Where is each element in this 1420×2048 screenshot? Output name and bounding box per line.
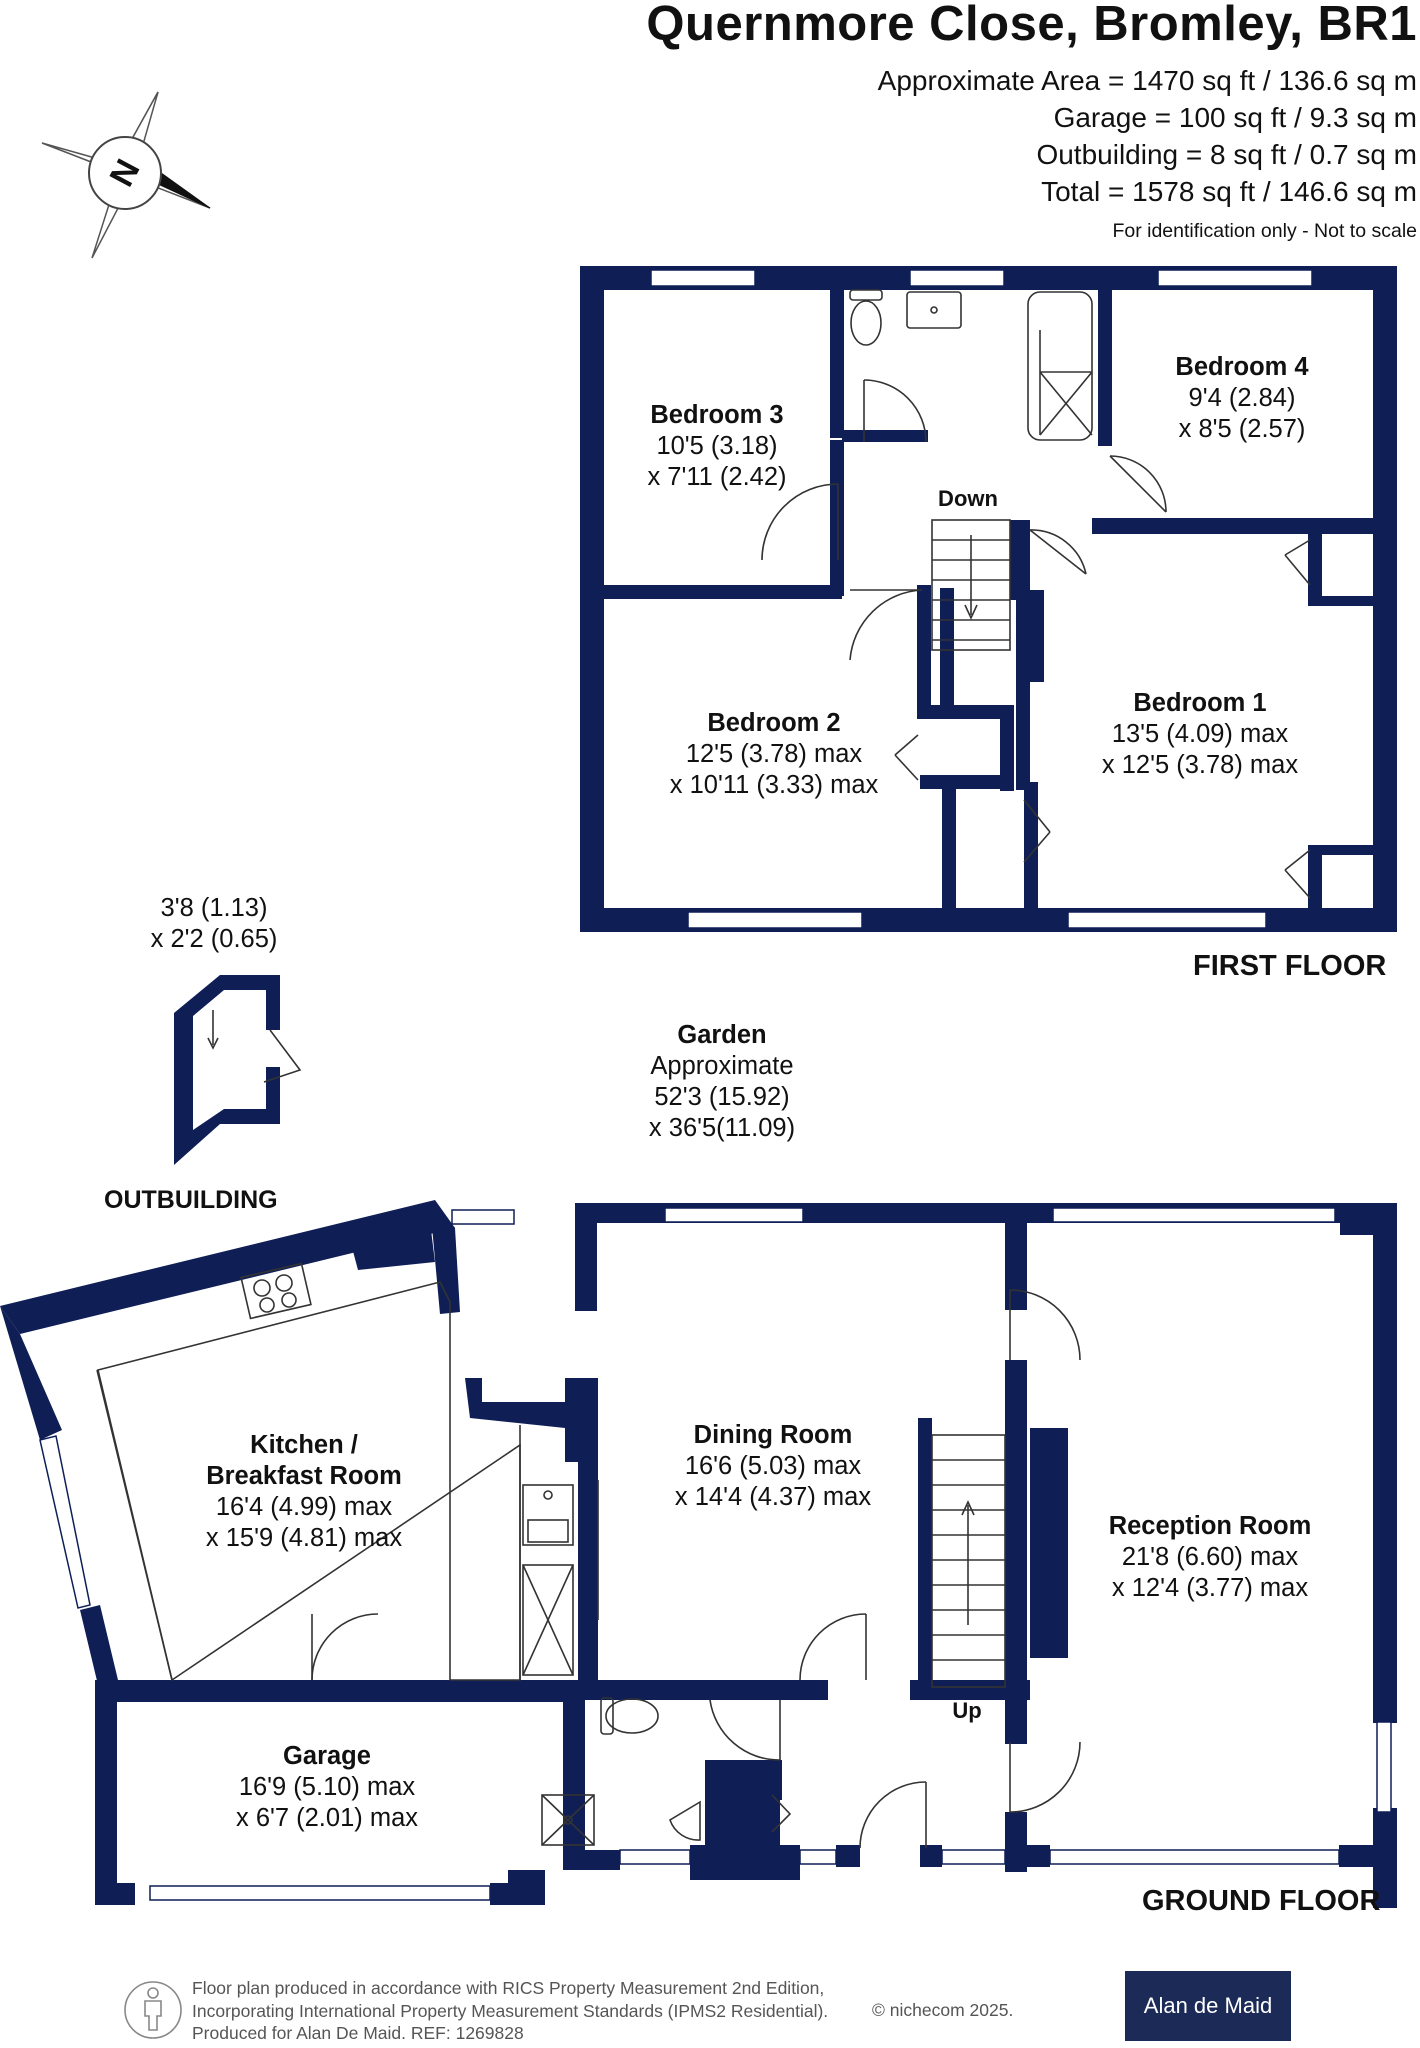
copyright-notice: © nichecom 2025. [872,2000,1014,2020]
identification-note: For identification only - Not to scale [1112,220,1417,242]
footer-line: Incorporating International Property Mea… [192,2000,829,2021]
outbuilding-dimensions: 3'8 (1.13) x 2'2 (0.65) [151,893,278,955]
compass-icon: N [41,91,211,259]
room-name: Kitchen / [250,1431,358,1459]
area-total: Total = 1578 sq ft / 146.6 sq m [1041,176,1417,207]
outbuilding-label: OUTBUILDING [104,1186,278,1214]
room-name: Garage [283,1742,371,1770]
room-dimension: x 8'5 (2.57) [1178,415,1306,443]
room-name: Reception Room [1108,1512,1312,1540]
outbuilding-plan [174,975,302,1165]
garden-dimension: x 36'5(11.09) [648,1114,796,1142]
area-garage: Garage = 100 sq ft / 9.3 sq m [1053,102,1417,133]
room-name: Bedroom 4 [1175,353,1309,381]
room-name-line-2: Breakfast Room [206,1462,402,1490]
room-dimension: 16'4 (4.99) max [215,1493,393,1521]
page-title: Quernmore Close, Bromley, BR1 [646,0,1417,51]
room-bedroom-2: Bedroom 2 12'5 (3.78) max x 10'11 (3.33)… [670,708,879,801]
room-dimension: x 15'9 (4.81) max [205,1524,403,1552]
room-dimension: x 6'7 (2.01) max [235,1804,419,1832]
room-name: Bedroom 3 [650,401,784,429]
stairs-down-label: Down [938,486,998,511]
room-dining: Dining Room 16'6 (5.03) max x 14'4 (4.37… [675,1420,871,1513]
room-dimension: 13'5 (4.09) max [1111,720,1289,748]
room-bedroom-1: Bedroom 1 13'5 (4.09) max x 12'5 (3.78) … [1102,688,1298,781]
garden-label: Garden Approximate 52'3 (15.92) x 36'5(1… [649,1020,795,1144]
room-dimension: 10'5 (3.18) [656,432,778,460]
room-bedroom-3: Bedroom 3 10'5 (3.18) x 7'11 (2.42) [647,400,786,493]
room-dimension: 3'8 (1.13) [160,894,268,922]
footer-line: Produced for Alan De Maid. REF: 1269828 [192,2023,524,2043]
room-dimension: x 12'5 (3.78) max [1101,751,1299,779]
room-garage: Garage 16'9 (5.10) max x 6'7 (2.01) max [236,1741,418,1834]
area-summary: Approximate Area = 1470 sq ft / 136.6 sq… [878,62,1417,210]
ground-floor-fixtures [96,1262,1081,1849]
area-outbuilding: Outbuilding = 8 sq ft / 0.7 sq m [1036,139,1417,170]
room-dimension: 16'9 (5.10) max [238,1773,416,1801]
footer-line: Floor plan produced in accordance with R… [192,1978,825,1998]
garden-dimension: Approximate [650,1052,794,1080]
person-icon [124,1981,182,2039]
room-dimension: x 10'11 (3.33) max [669,771,879,799]
room-dimension: x 14'4 (4.37) max [674,1483,872,1511]
room-dimension: x 7'11 (2.42) [647,463,787,491]
room-dimension: x 12'4 (3.77) max [1111,1574,1309,1602]
ground-floor-label: GROUND FLOOR [1142,1885,1381,1917]
room-dimension: 16'6 (5.03) max [684,1452,862,1480]
first-floor-fixtures [761,289,1311,899]
brand-logo: Alan de Maid [1125,1971,1291,2041]
room-name: Bedroom 1 [1133,689,1267,717]
first-floor-windows [650,269,1313,929]
room-kitchen-breakfast: Kitchen / Breakfast Room 16'4 (4.99) max… [206,1430,402,1554]
area-approx: Approximate Area = 1470 sq ft / 136.6 sq… [877,65,1417,96]
room-dimension: 12'5 (3.78) max [685,740,863,768]
first-floor-label: FIRST FLOOR [1193,950,1387,982]
footer-disclaimer: Floor plan produced in accordance with R… [192,1977,828,2045]
room-dimension: 9'4 (2.84) [1188,384,1296,412]
room-dimension: x 2'2 (0.65) [150,925,278,953]
room-name: Dining Room [693,1421,853,1449]
ground-floor-windows [39,1207,1392,1901]
room-dimension: 21'8 (6.60) max [1121,1543,1299,1571]
stairs-up-label: Up [952,1698,982,1723]
room-bedroom-4: Bedroom 4 9'4 (2.84) x 8'5 (2.57) [1175,352,1308,445]
ground-floor-plan [0,1200,1397,1908]
garden-name: Garden [677,1021,767,1049]
room-reception: Reception Room 21'8 (6.60) max x 12'4 (3… [1109,1511,1312,1604]
room-name: Bedroom 2 [707,709,841,737]
garden-dimension: 52'3 (15.92) [654,1083,790,1111]
